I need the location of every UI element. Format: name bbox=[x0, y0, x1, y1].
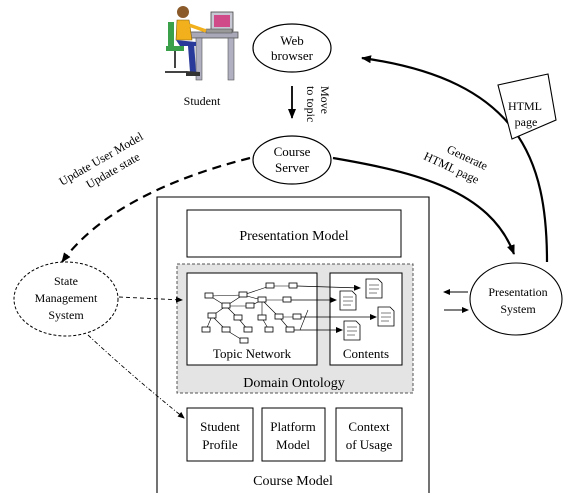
course-server-line2: Server bbox=[275, 160, 310, 175]
generate-arrow bbox=[332, 156, 516, 255]
presentation-model-box bbox=[186, 209, 402, 258]
svg-text:Move: Move bbox=[318, 86, 332, 114]
update-state-arrow bbox=[61, 156, 251, 263]
presentation-system-line1: Presentation bbox=[488, 285, 547, 299]
platform-model-box bbox=[261, 407, 326, 462]
platform-model-line1: Platform bbox=[270, 419, 316, 434]
web-browser-node bbox=[252, 23, 332, 73]
content-links bbox=[291, 284, 377, 333]
student-profile-line1: Student bbox=[200, 419, 240, 434]
html-page-line2: page bbox=[515, 115, 538, 129]
student-profile-box bbox=[186, 407, 254, 462]
course-model-label: Course Model bbox=[253, 474, 333, 489]
update-label: Update User Model Update state bbox=[57, 129, 147, 192]
html-page-line1: HTML bbox=[508, 99, 542, 113]
state-management-line3: System bbox=[48, 308, 84, 322]
context-of-usage-box bbox=[335, 407, 403, 462]
student-icon bbox=[165, 6, 239, 81]
domain-ontology-label: Domain Ontology bbox=[243, 376, 345, 391]
context-of-usage-line1: Context bbox=[348, 419, 390, 434]
web-browser-line1: Web bbox=[280, 33, 304, 48]
student-profile-line2: Profile bbox=[202, 437, 238, 452]
presentation-system-line2: System bbox=[500, 302, 536, 316]
svg-text:to topic: to topic bbox=[304, 86, 318, 122]
generate-label: Generate HTML page bbox=[422, 142, 490, 187]
presentation-model-label: Presentation Model bbox=[239, 229, 348, 244]
topic-network-label: Topic Network bbox=[213, 346, 292, 361]
state-to-profile-arrow bbox=[87, 334, 185, 419]
presentation-system-node bbox=[469, 262, 563, 336]
web-browser-line2: browser bbox=[271, 48, 314, 63]
state-management-node bbox=[13, 261, 119, 337]
html-page-document bbox=[497, 73, 557, 140]
student-label: Student bbox=[184, 94, 221, 108]
context-of-usage-line2: of Usage bbox=[346, 437, 393, 452]
state-management-line2: Management bbox=[35, 291, 98, 305]
move-to-topic-label: Move to topic bbox=[304, 86, 332, 122]
document-lines bbox=[343, 284, 391, 336]
state-management-line1: State bbox=[54, 274, 78, 288]
course-server-node bbox=[252, 135, 332, 185]
contents-label: Contents bbox=[343, 346, 389, 361]
topic-nodes bbox=[201, 282, 302, 344]
state-to-topic-arrow bbox=[118, 296, 183, 303]
platform-model-line2: Model bbox=[276, 437, 310, 452]
course-server-line1: Course bbox=[274, 144, 311, 159]
